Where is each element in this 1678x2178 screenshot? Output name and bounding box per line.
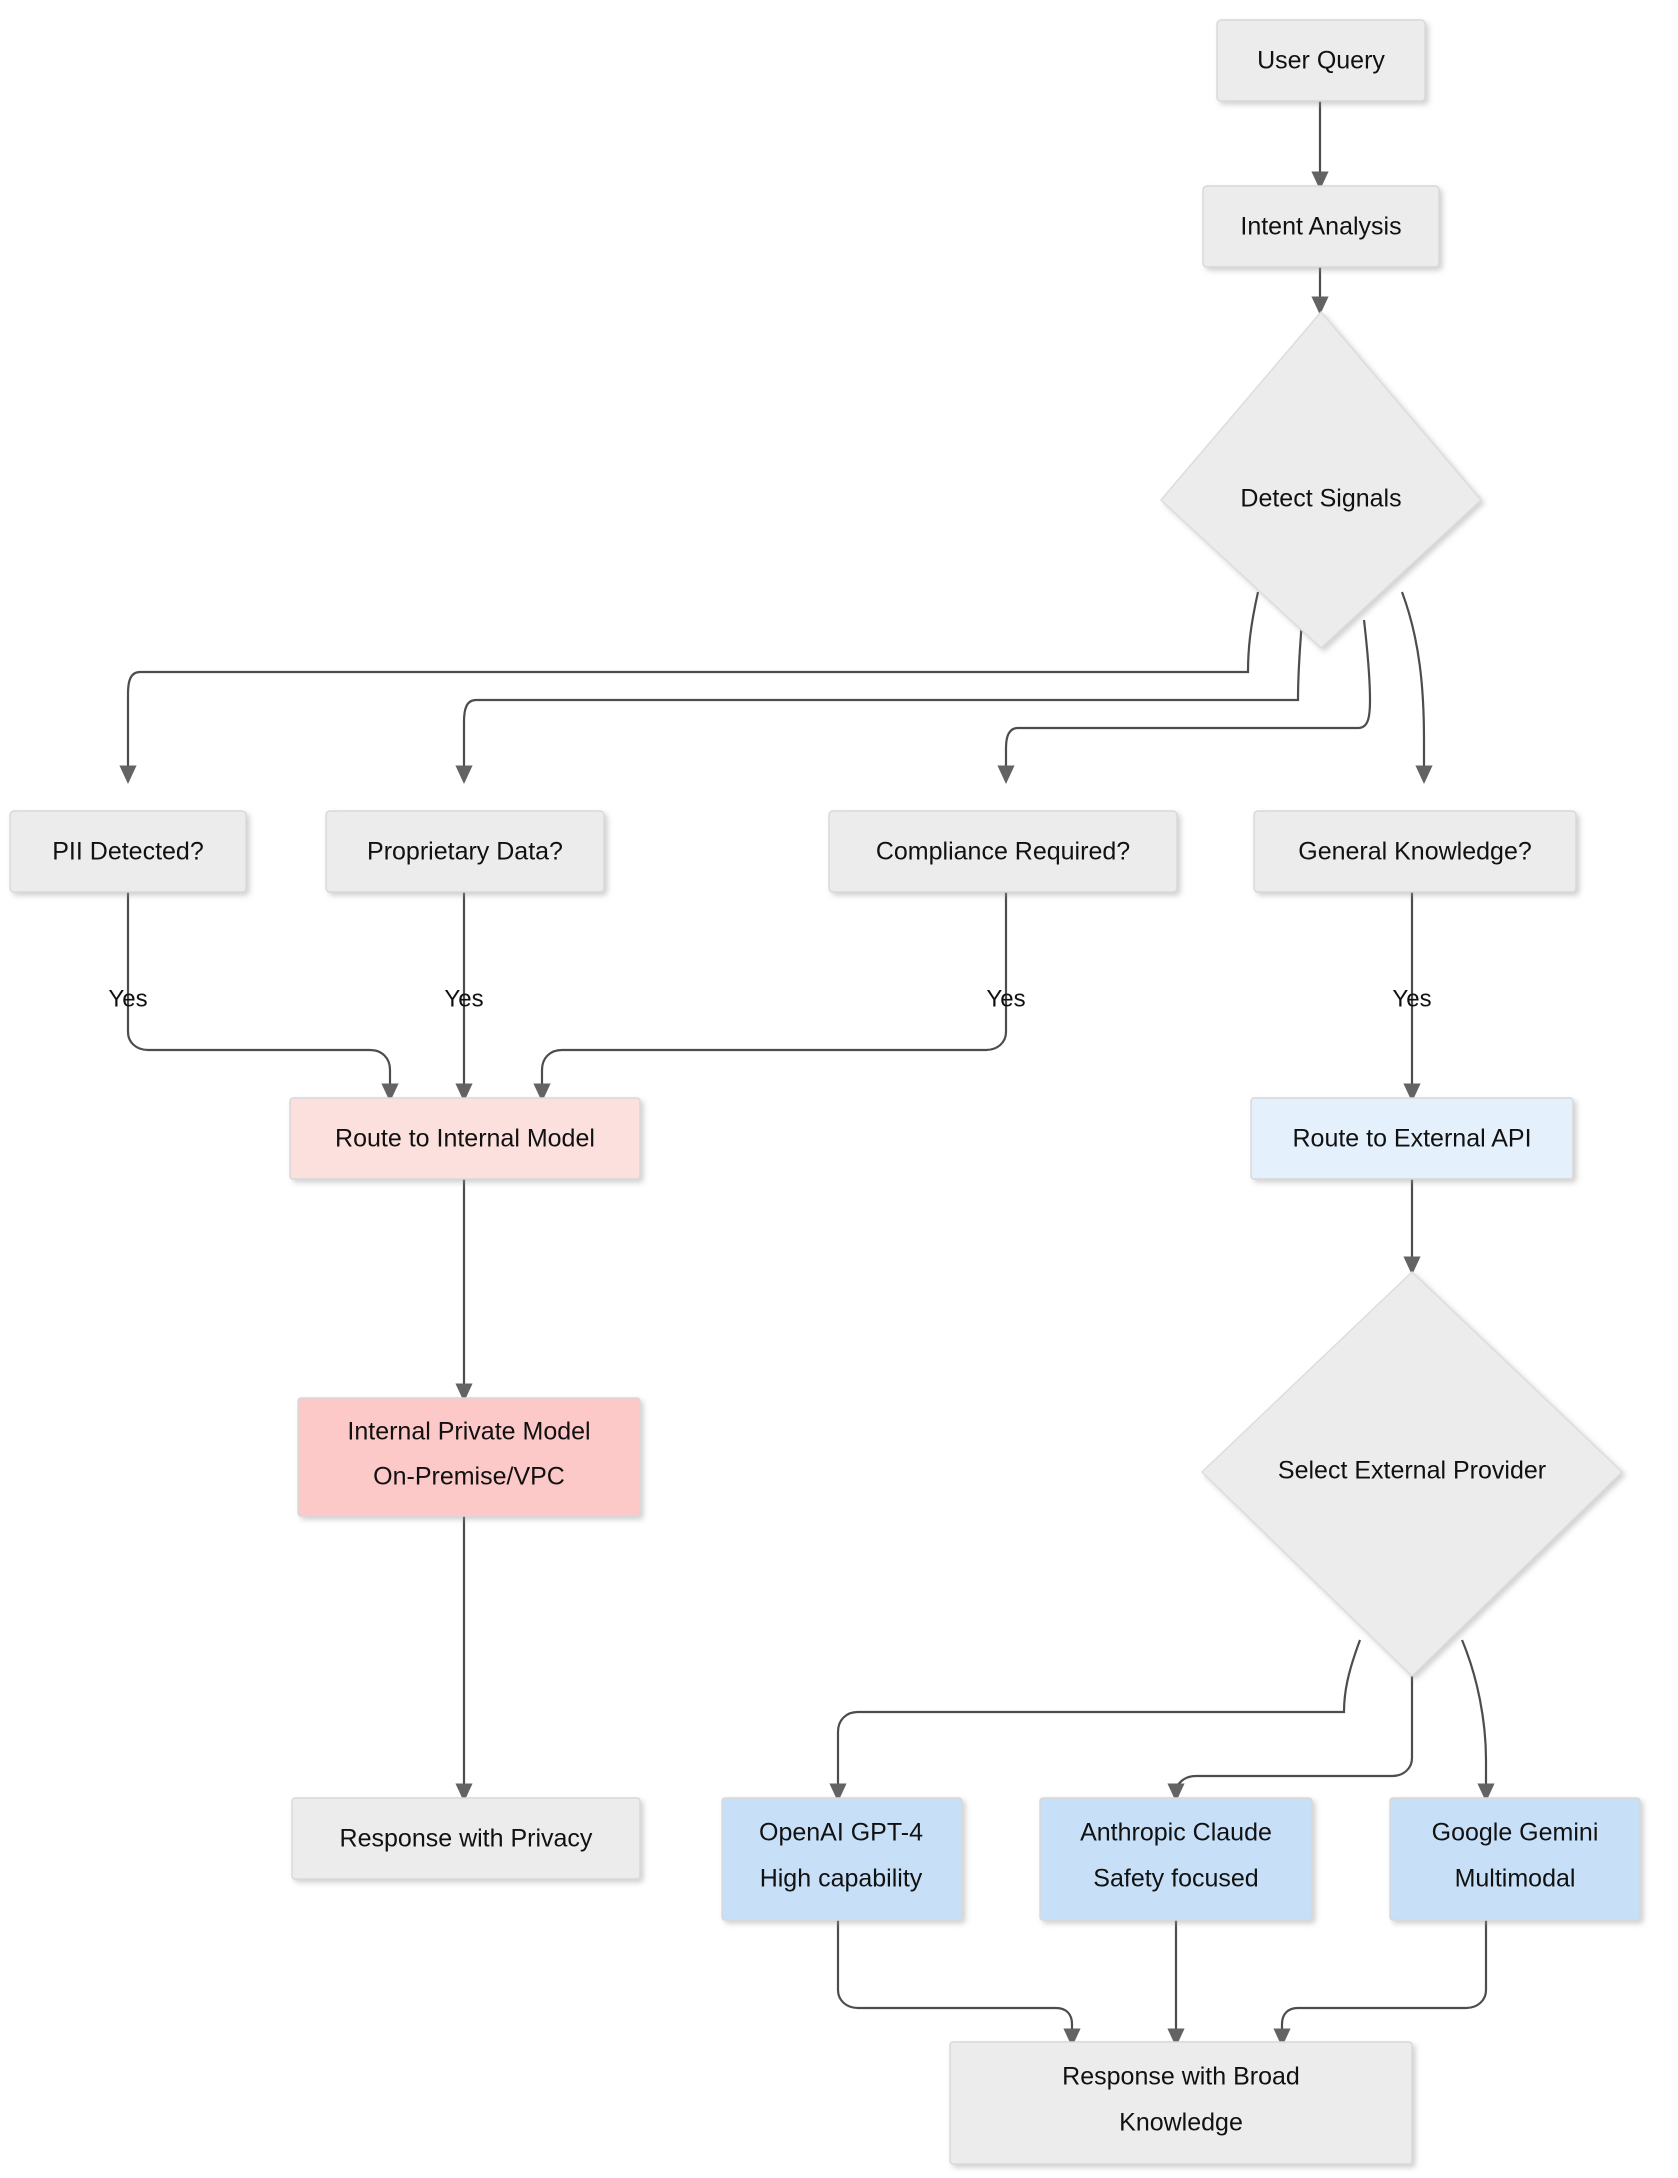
edge-pii-to-route-internal <box>126 888 399 1103</box>
node-internal-private-model-shape[interactable] <box>297 1397 641 1517</box>
node-route-internal[interactable]: Route to Internal Model <box>289 1097 641 1180</box>
edge-detect-to-proprietary <box>455 619 1304 785</box>
edge-detect-to-compliance <box>997 619 1372 785</box>
node-detect-signals[interactable]: Detect Signals <box>1160 310 1482 649</box>
edge-label-proprietary-yes: Yes <box>444 985 483 1012</box>
edge-label-layer: Yes Yes Yes Yes <box>108 985 1431 1012</box>
edge-select-provider-to-openai <box>829 1639 1362 1803</box>
edge-label-general-yes: Yes <box>1392 985 1431 1012</box>
node-compliance-required[interactable]: Compliance Required? <box>828 810 1178 893</box>
node-proprietary-data-shape[interactable] <box>325 810 605 893</box>
node-general-knowledge[interactable]: General Knowledge? <box>1253 810 1577 893</box>
edge-label-pii-yes: Yes <box>108 985 147 1012</box>
edge-google-to-response-broad <box>1273 1920 1488 2048</box>
node-internal-private-model[interactable]: Internal Private Model On-Premise/VPC <box>297 1397 641 1517</box>
node-response-privacy-shape[interactable] <box>291 1797 641 1880</box>
edge-select-provider-to-google <box>1460 1639 1495 1803</box>
node-route-internal-shape[interactable] <box>289 1097 641 1180</box>
node-anthropic-claude-shape[interactable] <box>1039 1797 1313 1921</box>
node-general-knowledge-shape[interactable] <box>1253 810 1577 893</box>
node-user-query-shape[interactable] <box>1216 19 1426 102</box>
node-select-external-provider[interactable]: Select External Provider <box>1200 1271 1624 1677</box>
node-layer: User Query Intent Analysis Detect Signal… <box>9 19 1641 2165</box>
node-response-broad-shape[interactable] <box>949 2041 1413 2165</box>
node-intent-analysis[interactable]: Intent Analysis <box>1202 185 1440 268</box>
node-anthropic-claude[interactable]: Anthropic Claude Safety focused <box>1039 1797 1313 1921</box>
node-proprietary-data[interactable]: Proprietary Data? <box>325 810 605 893</box>
edge-compliance-to-route-internal <box>533 888 1008 1103</box>
node-google-gemini-shape[interactable] <box>1389 1797 1641 1921</box>
node-route-external[interactable]: Route to External API <box>1250 1097 1574 1180</box>
edge-detect-to-pii <box>119 591 1260 785</box>
node-select-external-provider-shape[interactable] <box>1200 1271 1624 1677</box>
edge-detect-to-general <box>1400 591 1433 785</box>
node-response-privacy[interactable]: Response with Privacy <box>291 1797 641 1880</box>
node-openai-gpt4[interactable]: OpenAI GPT-4 High capability <box>721 1797 963 1921</box>
node-intent-analysis-shape[interactable] <box>1202 185 1440 268</box>
node-openai-gpt4-shape[interactable] <box>721 1797 963 1921</box>
edge-select-provider-to-anthropic <box>1167 1676 1414 1803</box>
node-google-gemini[interactable]: Google Gemini Multimodal <box>1389 1797 1641 1921</box>
edge-openai-to-response-broad <box>836 1920 1081 2048</box>
node-detect-signals-shape[interactable] <box>1160 310 1482 649</box>
node-compliance-required-shape[interactable] <box>828 810 1178 893</box>
edge-layer <box>119 101 1495 2048</box>
edge-label-compliance-yes: Yes <box>986 985 1025 1012</box>
node-user-query[interactable]: User Query <box>1216 19 1426 102</box>
node-pii-detected-shape[interactable] <box>9 810 247 893</box>
node-response-broad[interactable]: Response with Broad Knowledge <box>949 2041 1413 2165</box>
node-route-external-shape[interactable] <box>1250 1097 1574 1180</box>
node-pii-detected[interactable]: PII Detected? <box>9 810 247 893</box>
